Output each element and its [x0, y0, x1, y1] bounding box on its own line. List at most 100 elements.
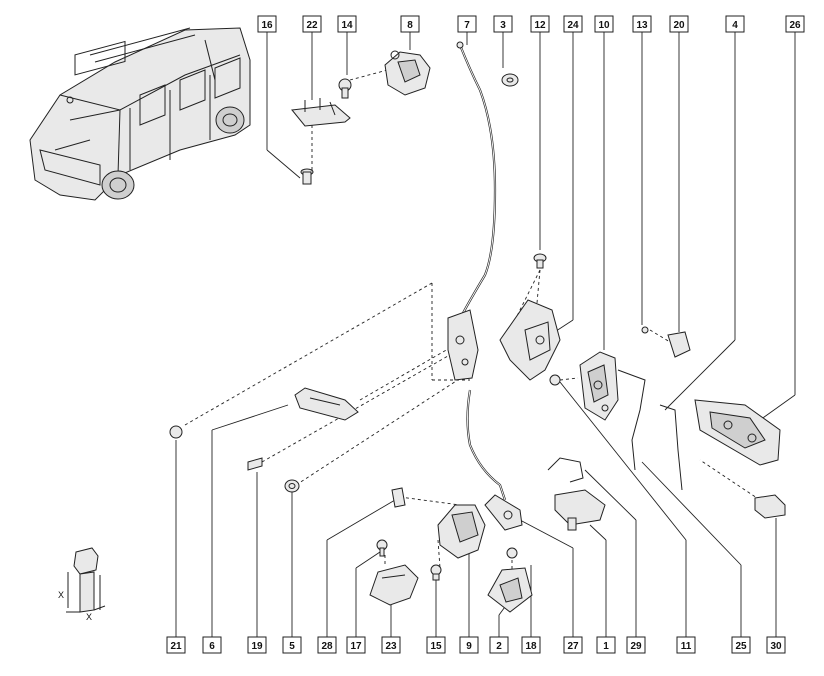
svg-text:13: 13: [636, 20, 648, 31]
part-2-striker-block: [487, 567, 533, 613]
callout-26: 26: [785, 15, 805, 33]
svg-text:25: 25: [735, 641, 747, 652]
callout-20: 20: [669, 15, 689, 33]
svg-text:28: 28: [321, 641, 333, 652]
svg-text:5: 5: [289, 641, 295, 652]
callout-9: 9: [459, 636, 479, 654]
part-18-screw: [506, 547, 518, 559]
part-20-clip: [667, 331, 691, 358]
part-13-screw: [641, 326, 649, 334]
callout-7: 7: [457, 15, 477, 33]
part-21-screw: [169, 425, 183, 439]
svg-text:9: 9: [466, 641, 472, 652]
callout-13: 13: [632, 15, 652, 33]
part-15-screw: [430, 564, 442, 581]
svg-text:4: 4: [732, 20, 738, 31]
svg-text:6: 6: [209, 641, 215, 652]
svg-text:2: 2: [496, 641, 502, 652]
callout-25: 25: [731, 636, 751, 654]
leader-lines-bottom: [175, 381, 777, 637]
svg-text:26: 26: [789, 20, 801, 31]
leader-lines-top: [266, 32, 796, 421]
svg-text:19: 19: [251, 641, 263, 652]
part-24-lock-bracket: [499, 299, 561, 381]
part-14-screw: [338, 78, 352, 99]
part-27-plate: [484, 494, 523, 531]
callout-16: 16: [257, 15, 277, 33]
callout-6: 6: [202, 636, 222, 654]
callout-1: 1: [596, 636, 616, 654]
callout-23: 23: [381, 636, 401, 654]
part-23-bracket: [369, 564, 419, 606]
svg-text:11: 11: [681, 641, 692, 652]
part-11-rod: [617, 369, 646, 471]
callout-5: 5: [282, 636, 302, 654]
part-16-screw: [300, 168, 314, 185]
svg-text:1: 1: [603, 641, 609, 652]
part-26-outer-handle: [694, 399, 781, 466]
svg-text:22: 22: [306, 20, 318, 31]
callout-30: 30: [766, 636, 786, 654]
callouts-bottom: 21 6 19 5 28 17 23 15 9 2 18 27 1 29 11 …: [166, 636, 786, 654]
part-3-grommet: [501, 73, 519, 87]
part-25-rod: [659, 404, 683, 491]
callout-3: 3: [493, 15, 513, 33]
callout-4: 4: [725, 15, 745, 33]
callout-10: 10: [594, 15, 614, 33]
svg-text:30: 30: [770, 641, 782, 652]
callout-29: 29: [626, 636, 646, 654]
part-29-u-bracket: [547, 457, 584, 483]
part-5-grommet: [284, 479, 300, 493]
svg-text:17: 17: [350, 641, 362, 652]
svg-text:3: 3: [500, 20, 506, 31]
part-30-block: [754, 494, 786, 519]
svg-text:10: 10: [598, 20, 610, 31]
callout-15: 15: [426, 636, 446, 654]
callout-11: 11: [676, 636, 696, 654]
part-10-lock-body: [579, 351, 619, 421]
callout-12: 12: [530, 15, 550, 33]
part-28-clip: [391, 487, 406, 508]
svg-text:7: 7: [464, 20, 470, 31]
part-17-screw: [376, 539, 388, 557]
callout-17: 17: [346, 636, 366, 654]
svg-text:16: 16: [261, 20, 273, 31]
lock-screw: [549, 374, 561, 386]
dimension-x-label-2: X: [86, 612, 92, 622]
svg-text:14: 14: [341, 20, 353, 31]
part-7-cable: [456, 41, 497, 316]
dimension-bolt-detail: X X: [58, 547, 106, 622]
callout-19: 19: [247, 636, 267, 654]
callout-27: 27: [563, 636, 583, 654]
part-12-screw: [533, 253, 547, 269]
svg-text:27: 27: [567, 641, 579, 652]
part-9-lower-lock: [437, 504, 486, 559]
svg-text:23: 23: [385, 641, 397, 652]
callout-24: 24: [563, 15, 583, 33]
callout-2: 2: [489, 636, 509, 654]
svg-text:29: 29: [630, 641, 642, 652]
svg-text:21: 21: [170, 641, 182, 652]
svg-text:18: 18: [525, 641, 537, 652]
callout-28: 28: [317, 636, 337, 654]
vehicle-illustration: [29, 27, 251, 201]
callout-22: 22: [302, 15, 322, 33]
cable-bracket: [447, 309, 479, 381]
svg-text:24: 24: [567, 20, 579, 31]
dimension-x-label-1: X: [58, 590, 64, 600]
callout-18: 18: [521, 636, 541, 654]
part-19-screw: [247, 457, 263, 471]
callout-14: 14: [337, 15, 357, 33]
part-1-striker: [554, 489, 606, 531]
svg-text:12: 12: [534, 20, 546, 31]
svg-text:20: 20: [673, 20, 685, 31]
part-22-bracket: [291, 98, 351, 127]
part-8-actuator: [384, 50, 431, 96]
svg-text:15: 15: [430, 641, 442, 652]
svg-text:8: 8: [407, 20, 413, 31]
part-9-cable: [466, 389, 507, 501]
callout-8: 8: [400, 15, 420, 33]
callout-21: 21: [166, 636, 186, 654]
callouts-top: 16 22 14 8 7 3 12 24 10 13 20 4 26: [257, 15, 805, 33]
